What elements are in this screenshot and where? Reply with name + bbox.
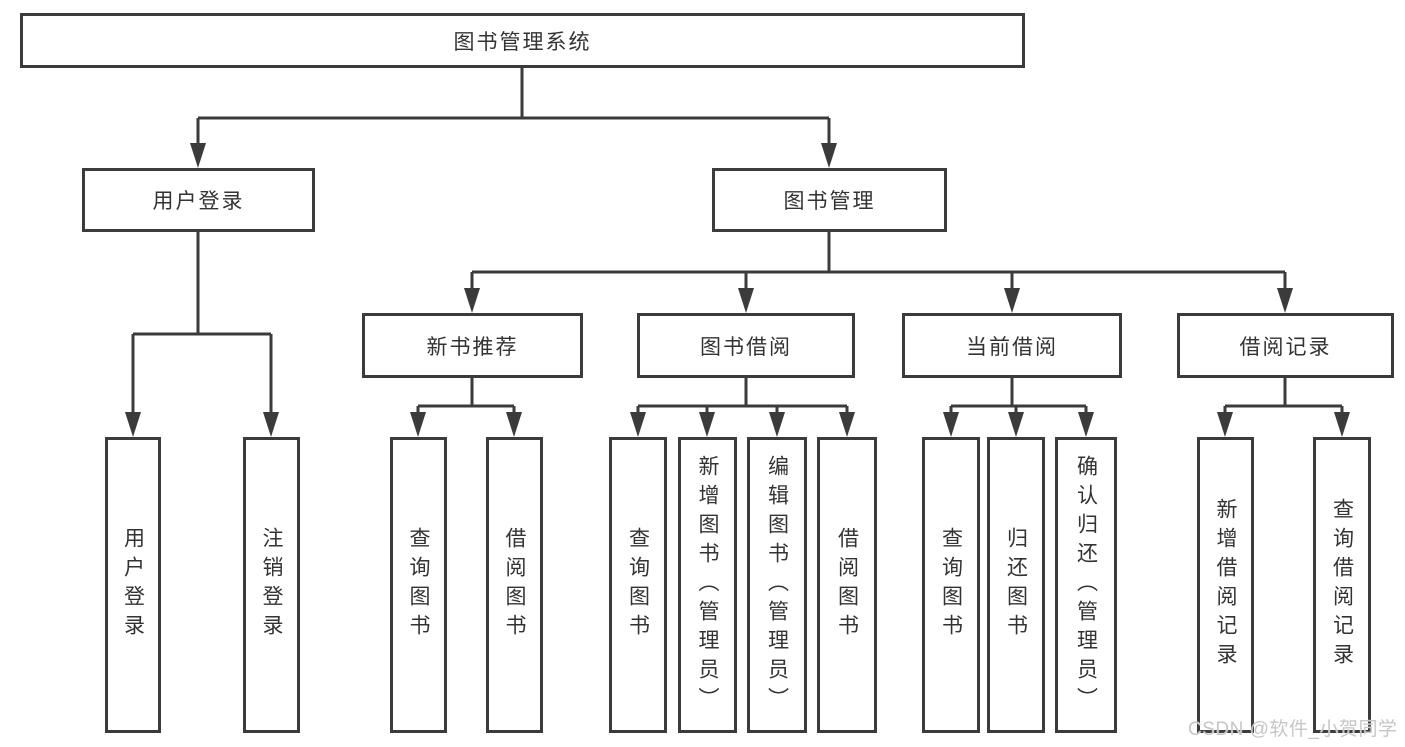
arrowheads (125, 143, 1350, 437)
leaf-add-book-admin: 新增图书（管理员） (678, 437, 737, 733)
leaf-query-books-2: 查询图书 (609, 437, 667, 733)
node-borrowing-records: 借阅记录 (1177, 313, 1394, 378)
leaf-edit-book-admin: 编辑图书（管理员） (747, 437, 807, 733)
node-current-borrowing-label: 当前借阅 (966, 335, 1058, 359)
node-book-management: 图书管理 (712, 168, 947, 232)
leaf-borrow-books-2: 借阅图书 (817, 437, 877, 733)
node-book-management-label: 图书管理 (783, 190, 876, 213)
node-book-borrowing: 图书借阅 (637, 313, 855, 378)
leaf-query-books-3: 查询图书 (922, 437, 980, 733)
leaf-return-book: 归还图书 (987, 437, 1045, 733)
node-borrowing-records-label: 借阅记录 (1239, 335, 1332, 359)
leaf-borrow-books-1: 借阅图书 (486, 437, 543, 733)
leaf-logout: 注销登录 (243, 437, 300, 733)
leaf-confirm-return-admin: 确认归还（管理员） (1055, 437, 1117, 733)
node-book-borrowing-label: 图书借阅 (700, 335, 792, 359)
csdn-watermark: CSDN @软件_小贺同学 (1188, 719, 1398, 740)
node-current-borrowing: 当前借阅 (902, 313, 1122, 378)
leaf-query-borrow-record: 查询借阅记录 (1313, 437, 1371, 733)
node-new-book-recommend-label: 新书推荐 (426, 335, 519, 359)
node-user-login-label: 用户登录 (152, 190, 245, 213)
node-new-book-recommend: 新书推荐 (362, 313, 583, 378)
leaf-user-login: 用户登录 (105, 437, 161, 733)
node-user-login: 用户登录 (82, 168, 315, 232)
node-root-label: 图书管理系统 (453, 30, 592, 54)
leaf-query-books-1: 查询图书 (390, 437, 447, 733)
leaf-add-borrow-record: 新增借阅记录 (1197, 437, 1254, 733)
node-root: 图书管理系统 (20, 13, 1025, 68)
